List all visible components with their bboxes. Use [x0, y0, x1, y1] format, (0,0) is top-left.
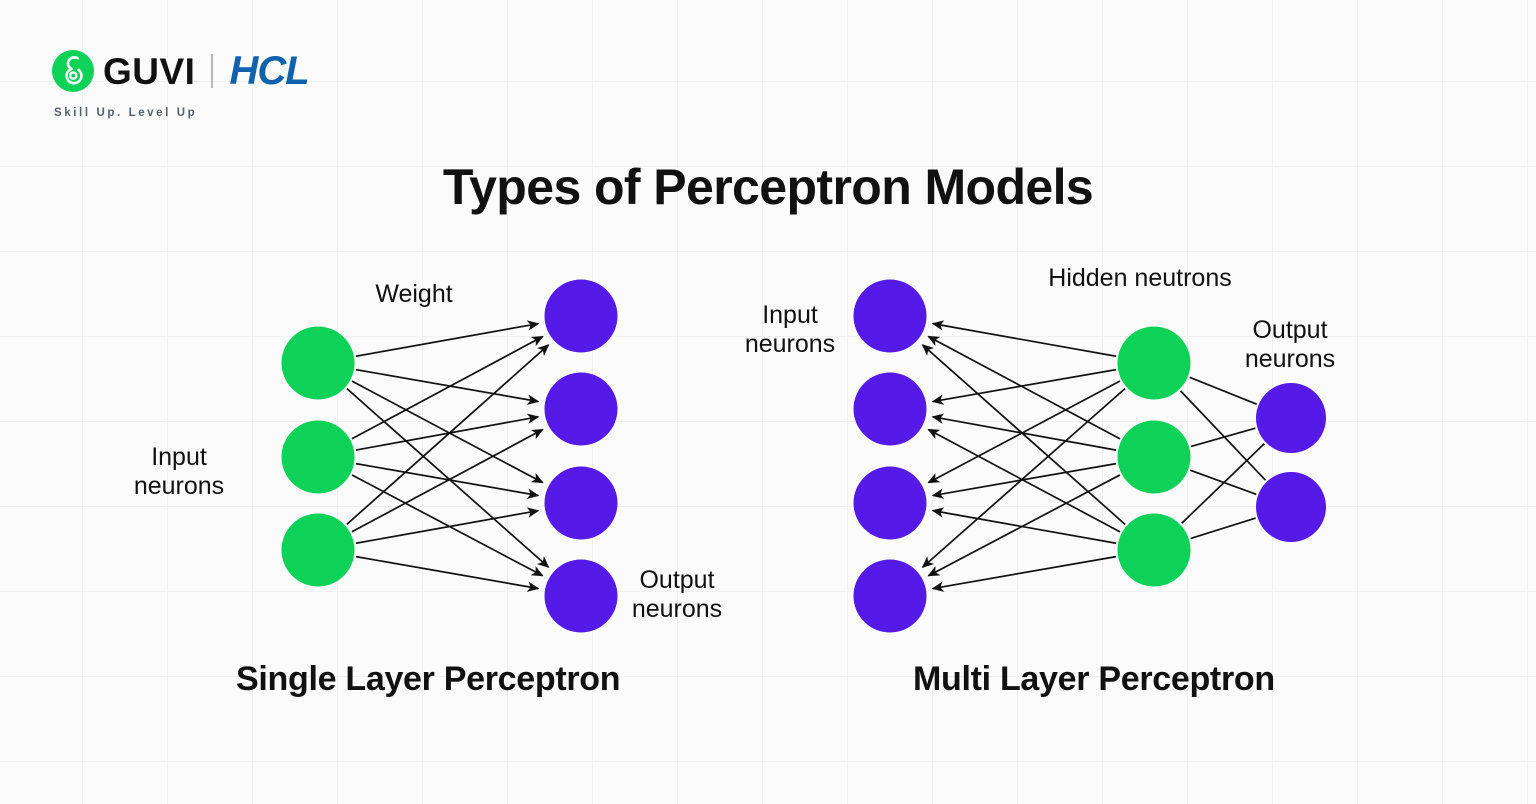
guvi-wordmark: GUVI	[103, 50, 196, 92]
neuron-node-input-2	[853, 372, 927, 446]
edge-hidden-to-output	[1190, 517, 1256, 540]
edge-hidden-to-output	[1181, 443, 1265, 524]
neuron-node-output-1	[544, 279, 618, 353]
neuron-node-hidden-3	[1117, 513, 1191, 587]
label-weight: Weight	[375, 280, 453, 308]
neuron-node-output-2	[1256, 472, 1326, 542]
edge-hidden-to-input	[931, 507, 1117, 545]
caption-multi-layer-perceptron: Multi Layer Perceptron	[913, 660, 1275, 698]
edge-hidden-to-input	[931, 368, 1117, 405]
edge-hidden-to-input	[927, 474, 1121, 577]
edge-hidden-to-output	[1179, 390, 1267, 481]
edge-hidden-to-input	[931, 462, 1117, 499]
edge-hidden-to-input	[927, 428, 1121, 533]
neuron-node-input-2	[281, 420, 355, 494]
neuron-node-output-2	[544, 372, 618, 446]
edge-hidden-to-input	[921, 387, 1126, 569]
brand-logo: GUVI HCL Skill Up. Level Up	[52, 46, 310, 119]
edges-multi-layer	[921, 320, 1267, 592]
page-title: Types of Perceptron Models	[442, 159, 1094, 215]
edge-hidden-to-input	[931, 413, 1117, 451]
nodes-single-layer	[281, 279, 618, 633]
edge-hidden-to-output	[1189, 376, 1257, 406]
edge-hidden-to-input	[927, 335, 1121, 440]
edge-hidden-to-input	[931, 320, 1117, 358]
neuron-node-input-1	[281, 326, 355, 400]
edge-input-to-output	[346, 387, 550, 568]
neuron-node-input-4	[853, 559, 927, 633]
label-output-neurons-left: Output neurons	[631, 566, 723, 623]
edge-input-to-output	[355, 507, 540, 545]
neuron-node-input-3	[853, 466, 927, 540]
hcl-wordmark: HCL	[229, 49, 309, 93]
neuron-node-input-3	[281, 513, 355, 587]
edge-hidden-to-input	[921, 344, 1126, 526]
edge-hidden-to-output	[1190, 427, 1256, 448]
neuron-node-hidden-1	[1117, 326, 1191, 400]
caption-single-layer-perceptron: Single Layer Perceptron	[236, 660, 621, 698]
label-input-neurons-right: Input neurons	[744, 301, 836, 358]
brand-tagline: Skill Up. Level Up	[54, 107, 198, 119]
vertical-divider-icon	[211, 54, 214, 88]
edge-input-to-output	[355, 368, 540, 405]
neuron-node-output-3	[544, 466, 618, 540]
edge-input-to-output	[355, 413, 540, 451]
neuron-node-hidden-2	[1117, 420, 1191, 494]
edge-input-to-output	[355, 555, 540, 592]
edge-input-to-output	[351, 335, 544, 440]
neuron-node-input-1	[853, 279, 927, 353]
edges-single-layer	[346, 320, 550, 592]
guvi-g-logo-icon	[52, 50, 94, 92]
edge-input-to-output	[355, 462, 540, 499]
label-output-neurons-right: Output neurons	[1244, 316, 1336, 373]
edge-input-to-output	[355, 320, 540, 358]
neuron-node-output-4	[544, 559, 618, 633]
edge-input-to-output	[346, 344, 550, 526]
label-hidden-neurons: Hidden neutrons	[1048, 264, 1232, 292]
neuron-node-output-1	[1256, 383, 1326, 453]
edge-hidden-to-input	[931, 555, 1117, 592]
edge-input-to-output	[351, 428, 544, 533]
edge-input-to-output	[351, 474, 544, 577]
edge-hidden-to-input	[927, 380, 1121, 484]
edge-input-to-output	[351, 380, 544, 484]
edge-hidden-to-output	[1189, 469, 1257, 496]
label-input-neurons-left: Input neurons	[133, 443, 225, 500]
